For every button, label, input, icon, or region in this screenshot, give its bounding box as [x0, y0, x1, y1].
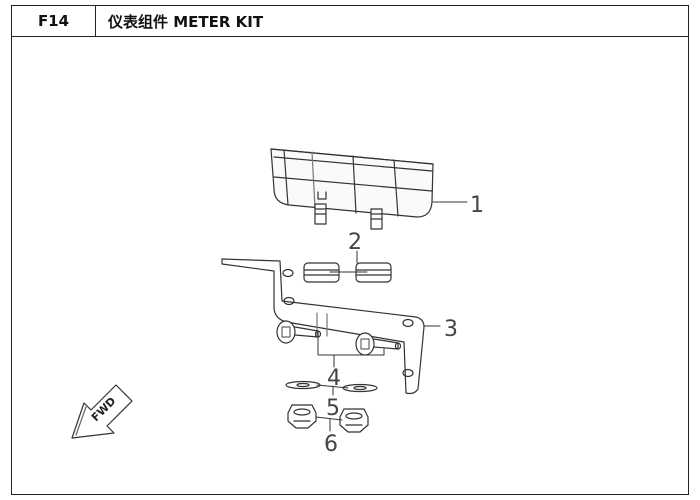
bolts — [276, 320, 402, 356]
callout-6: 6 — [324, 432, 338, 457]
title-block: F14 仪表组件 METER KIT — [12, 6, 688, 37]
mounting-bracket — [221, 258, 425, 395]
meter-body — [270, 148, 434, 230]
callout-3: 3 — [444, 317, 458, 342]
callout-2: 2 — [348, 230, 362, 255]
fwd-arrow-icon — [71, 384, 133, 439]
callout-5: 5 — [326, 396, 340, 421]
callout-4: 4 — [327, 366, 341, 391]
callout-1: 1 — [470, 193, 484, 218]
exploded-diagram: 1 2 3 4 5 6 FWD — [71, 148, 484, 457]
page-title: 仪表组件 METER KIT — [108, 12, 264, 31]
nuts — [287, 404, 369, 433]
leader-lines — [315, 201, 468, 432]
section-code: F14 — [12, 6, 96, 36]
drawing-frame: F14 仪表组件 METER KIT — [11, 5, 689, 495]
